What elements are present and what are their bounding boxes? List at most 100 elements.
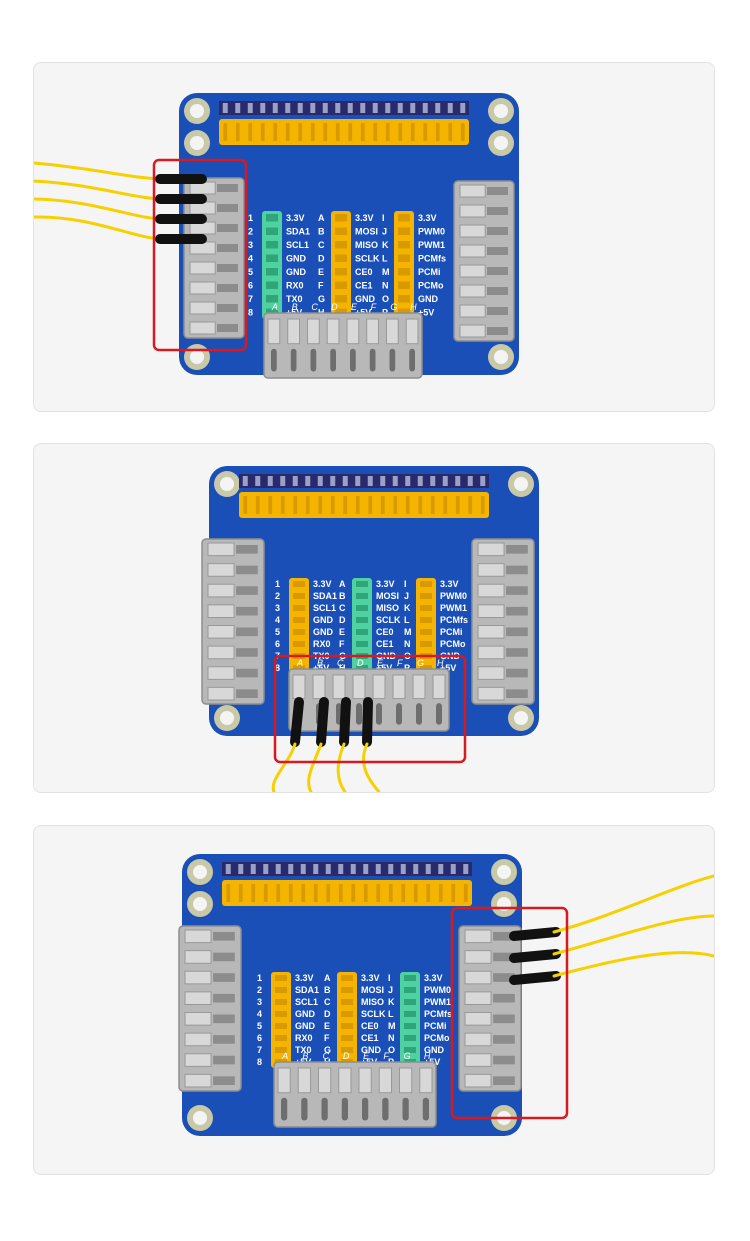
header-yellow-pin [323, 123, 328, 141]
black-wire-sleeve [362, 697, 373, 747]
yellow-wire [271, 742, 297, 792]
silk-row-letter: C [339, 603, 346, 613]
terminal-lever [477, 666, 505, 680]
silk-label-right: PCMo [418, 281, 444, 291]
jumper-pin [275, 1035, 287, 1041]
header-pin [442, 476, 448, 486]
header-yellow-pin [335, 123, 340, 141]
gpio-header [222, 862, 472, 906]
header-yellow-pin [380, 496, 385, 514]
silk-label-right: PWM1 [440, 603, 467, 613]
terminal-lever [464, 1012, 492, 1026]
jumper-pin [335, 214, 347, 222]
header-pin [430, 476, 436, 486]
pcb-board: 3.3VSDA1SCL1GNDGNDRX0TX0+5V3.3VMOSIMISOS… [178, 854, 522, 1136]
terminal-slot [493, 1055, 515, 1065]
terminal-lever [378, 1067, 392, 1094]
header-pin [380, 476, 386, 486]
silk-row-letter: L [404, 615, 410, 625]
silk-label-middle: SCLK [361, 1009, 386, 1019]
mounting-hole-center [494, 350, 508, 364]
jumper-pin [398, 214, 410, 222]
terminal-lever [477, 542, 505, 557]
jumper-pin [335, 295, 347, 303]
header-yellow-pin [413, 884, 418, 902]
header-yellow-pin [248, 123, 253, 141]
header-yellow-pin [288, 884, 293, 902]
right-terminal-block-body [458, 925, 522, 1092]
terminal-lever [184, 929, 212, 944]
header-pin [235, 103, 241, 113]
terminal-slot [409, 348, 415, 372]
header-pin [392, 476, 398, 486]
terminal-slot [402, 1097, 409, 1121]
terminal-lever [287, 318, 300, 345]
silk-row-number: 4 [248, 254, 253, 264]
silk-label-middle: MISO [355, 240, 378, 250]
terminal-slot [506, 586, 528, 595]
jumper-group-1 [262, 211, 282, 319]
terminal-lever [459, 244, 486, 258]
terminal-slot [369, 348, 376, 372]
black-wire-sleeve [316, 697, 329, 747]
jumper-pin [266, 268, 278, 276]
terminal-slot [217, 204, 238, 212]
header-pin [480, 476, 486, 486]
jumper-pin [404, 987, 416, 993]
bottom-terminal-block [263, 312, 423, 379]
header-pin [410, 103, 416, 113]
terminal-slot [281, 1097, 288, 1121]
jumper-group-2 [352, 578, 372, 674]
silk-row-letter: J [382, 227, 387, 237]
header-pin [250, 864, 256, 874]
silk-row-letter: A [324, 973, 331, 983]
header-yellow-pin [373, 123, 378, 141]
pcb-board: 3.3VSDA1SCL1GNDGNDRX0TX0+5V3.3VMOSIMISOS… [179, 93, 519, 379]
header-yellow-pin [443, 496, 448, 514]
terminal-slot [217, 324, 238, 332]
jumper-group-1-body [262, 211, 282, 319]
terminal-lever [184, 950, 212, 964]
silk-row-number: 5 [248, 267, 253, 277]
jumper-group-2 [337, 972, 357, 1068]
jumper-pin [356, 629, 368, 635]
terminal-slot [506, 648, 528, 657]
terminal-lever [459, 284, 486, 298]
jumper-pin [398, 241, 410, 249]
terminal-slot [217, 224, 238, 232]
silk-label-right: PCMi [440, 627, 463, 637]
yellow-wire [552, 874, 714, 934]
header-yellow-pin [310, 123, 315, 141]
silk-label-right: 3.3V [418, 213, 437, 223]
bottom-letter: E [377, 658, 384, 668]
silk-row-number: 2 [248, 227, 253, 237]
header-yellow-pin [426, 884, 431, 902]
terminal-lever [184, 1032, 212, 1047]
header-yellow-pin [226, 884, 231, 902]
terminal-slot [506, 565, 528, 575]
jumper-pin [275, 1023, 287, 1029]
header-yellow-pin [455, 496, 460, 514]
jumper-pin [293, 605, 305, 611]
terminal-slot [213, 1076, 235, 1085]
silk-label-left: GND [286, 267, 307, 277]
header-pin [460, 103, 466, 113]
header-yellow-pin [263, 884, 268, 902]
terminal-slot [217, 264, 238, 272]
jumper-pin [398, 254, 410, 262]
board-photo-3: 3.3VSDA1SCL1GNDGNDRX0TX0+5V3.3VMOSIMISOS… [178, 854, 714, 1136]
mounting-hole-center [190, 136, 204, 150]
header-pin [285, 103, 291, 113]
jumper-pin [275, 975, 287, 981]
silk-row-letter: D [339, 615, 346, 625]
jumper-pin [335, 268, 347, 276]
terminal-lever [464, 1073, 492, 1088]
silk-label-middle: +5V [376, 663, 392, 673]
silk-label-middle: 3.3V [376, 579, 395, 589]
header-pin [405, 476, 411, 486]
terminal-slot [213, 1035, 235, 1044]
terminal-slot [213, 973, 235, 982]
header-yellow-pin [451, 884, 456, 902]
header-pin [360, 103, 366, 113]
header-pin [338, 864, 344, 874]
